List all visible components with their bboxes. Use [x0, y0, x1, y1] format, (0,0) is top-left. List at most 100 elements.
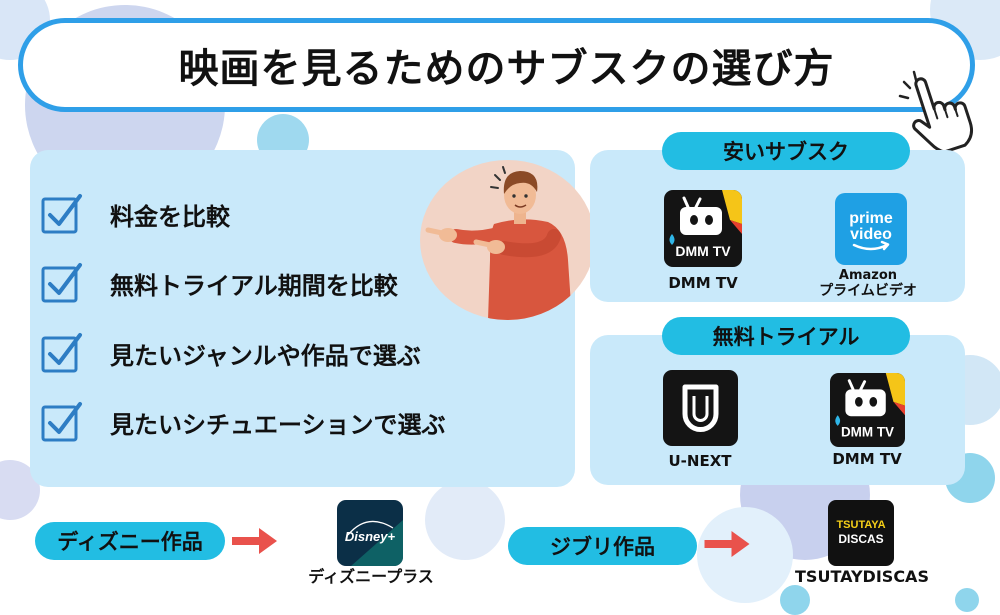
checkmark [48, 194, 82, 226]
tv-eye [855, 397, 863, 407]
u-shape [682, 384, 719, 432]
free-trial-label: 無料トライアル [662, 317, 910, 355]
logo-drop [835, 415, 841, 426]
checkbox-checked-icon [41, 263, 82, 303]
checkmark [48, 333, 82, 365]
u-inner [692, 396, 709, 422]
dmm-tv-logo: DMM TV [830, 372, 905, 448]
knuckle-lines [933, 107, 959, 120]
motion-lines [898, 70, 918, 100]
page-title: 映画を見るためのサブスクの選び方 [178, 46, 835, 92]
checklist-item: 無料トライアル期間を比較 [40, 261, 560, 305]
checklist-text: 見たいジャンルや作品で選ぶ [110, 341, 421, 370]
checklist-item: 料金を比較 [40, 192, 560, 236]
logo-background [828, 500, 894, 566]
disney-plus-logo-graphic: Disney+ [337, 500, 403, 566]
dmm-tv-logo-graphic: DMM TV [664, 190, 742, 267]
prime-video-logo: prime video [835, 193, 907, 265]
background-circle [697, 507, 793, 603]
title-banner: 映画を見るためのサブスクの選び方 [18, 18, 975, 112]
logo-drop [669, 234, 675, 245]
checklist-text: 料金を比較 [110, 202, 230, 231]
man-figure [425, 166, 572, 320]
pointing-finger [473, 239, 493, 248]
tv-eye [705, 215, 713, 225]
arrow-shape [704, 531, 750, 557]
hand-shape [912, 77, 973, 154]
service-name: DMM TV [668, 274, 738, 292]
tv-character [845, 389, 886, 417]
checklist-text: 見たいシチュエーションで選ぶ [110, 410, 446, 439]
hair [503, 171, 538, 194]
service-name-line2: プライムビデオ [819, 283, 917, 299]
service-name: U-NEXT [668, 452, 732, 470]
dmm-tv-logo: DMM TV [664, 190, 742, 267]
background-circle [780, 585, 810, 615]
logo-accent [885, 372, 905, 406]
hand-outline [912, 77, 973, 154]
logo-wordmark: DMM TV [675, 243, 731, 259]
service-name: TSUTAYDISCAS [795, 567, 929, 586]
tsutaya-discas-logo: TSUTAYA DISCAS [828, 500, 894, 566]
cheap-subscription-label: 安いサブスク [662, 132, 910, 170]
right-arrow-icon [232, 528, 277, 554]
checklist-item: 見たいジャンルや作品で選ぶ [40, 331, 560, 375]
tv-antenna [847, 379, 867, 391]
logo-accent [722, 190, 742, 224]
checkbox-frame [41, 405, 78, 442]
logo-wordmark: DISCAS [838, 532, 883, 546]
service-name: DMM TV [832, 450, 902, 468]
checklist-text: 無料トライアル期間を比較 [110, 271, 398, 300]
tv-character [680, 207, 722, 235]
tsutaya-discas-logo-graphic: TSUTAYA DISCAS [828, 500, 894, 566]
checkbox-checked-icon [41, 194, 82, 234]
logo-background [663, 370, 738, 446]
pointing-hand-icon [898, 68, 976, 156]
background-circle [955, 588, 979, 612]
tv-eye [869, 397, 878, 407]
checkmark [48, 402, 82, 434]
surprise-lines [490, 166, 506, 189]
u-next-logo-graphic [663, 370, 738, 446]
checkmark [48, 263, 82, 295]
category-label-ghibli: ジブリ作品 [508, 527, 697, 565]
logo-gradient-overlay [351, 520, 403, 566]
logo-wordmark: TSUTAYA [836, 519, 885, 531]
logo-wordmark: prime [849, 210, 893, 227]
checkbox-frame [41, 266, 78, 303]
logo-accent [730, 220, 742, 234]
dmm-tv-logo-graphic: DMM TV [830, 372, 905, 448]
disney-plus-logo: Disney+ [337, 500, 403, 566]
right-arrow-graphic [704, 531, 750, 557]
arm-crossing [497, 229, 561, 258]
checklist-item: 見たいシチュエーションで選ぶ [40, 400, 560, 444]
logo-wordmark: video [850, 226, 892, 243]
pointing-finger [425, 227, 445, 236]
logo-background [835, 193, 907, 265]
smile-arrowhead [880, 240, 890, 251]
tv-eye [690, 215, 698, 225]
smile-arrow [852, 243, 889, 251]
pointing-hand-graphic [898, 70, 973, 154]
background-circle [425, 480, 505, 560]
checkbox-frame [41, 197, 78, 234]
man-pointing-illustration [420, 160, 595, 320]
right-arrow-graphic [232, 528, 277, 554]
mouth [514, 204, 527, 208]
checkbox-frame [41, 336, 78, 373]
eye [512, 194, 516, 198]
category-label-disney: ディズニー作品 [35, 522, 225, 560]
logo-wordmark: Disney+ [345, 529, 396, 544]
logo-arc [347, 520, 394, 536]
checkbox-checked-icon [41, 333, 82, 373]
arm-pointing-left [449, 227, 505, 245]
tv-antenna [682, 196, 702, 209]
prime-video-logo-graphic: prime video [835, 193, 907, 265]
checkbox-checked-icon [41, 402, 82, 442]
right-arrow-icon [704, 531, 750, 557]
logo-wordmark: DMM TV [841, 424, 894, 439]
u-next-logo [663, 370, 738, 446]
eye [524, 194, 528, 198]
arrow-shape [232, 528, 277, 554]
service-name: ディズニープラス [308, 567, 434, 586]
